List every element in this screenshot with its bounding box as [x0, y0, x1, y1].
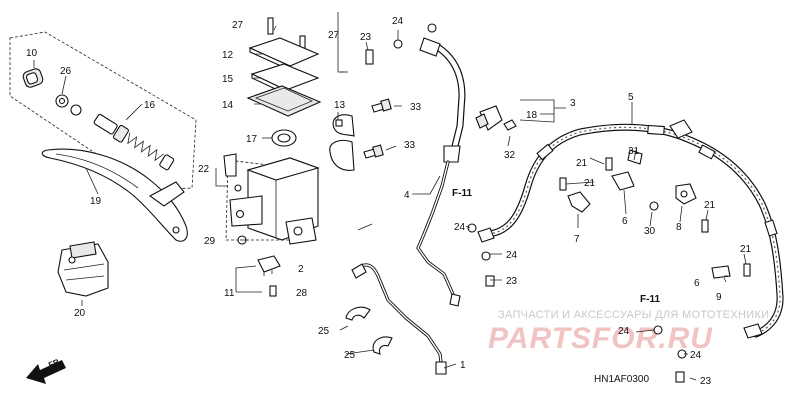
callout-7: 7 — [574, 234, 580, 245]
callout-21c: 21 — [704, 200, 716, 211]
brake-pipe — [416, 160, 461, 307]
leader-lines — [33, 25, 747, 381]
callout-6b: 6 — [694, 278, 700, 289]
diagram-code: HN1AF0300 — [594, 374, 649, 385]
handlebar-switch — [57, 241, 109, 297]
hose-joint — [475, 105, 517, 131]
callout-32: 32 — [504, 150, 516, 161]
hose-clamps — [567, 149, 731, 279]
callout-25a: 25 — [318, 326, 330, 337]
callout-31: 31 — [628, 146, 640, 157]
callout-4: 4 — [404, 190, 410, 201]
callout-9: 9 — [716, 292, 722, 303]
callout-24e: 24 — [690, 350, 702, 361]
upper-brake-hose — [365, 23, 466, 163]
callout-23c: 23 — [700, 376, 712, 387]
callout-1: 1 — [460, 360, 466, 371]
cap-group-bracket — [337, 12, 348, 73]
brake-lever — [41, 148, 188, 242]
watermark: ЗАПЧАСТИ И АКСЕССУАРЫ ДЛЯ МОТОТЕХНИКИ PA… — [488, 309, 769, 355]
lever-group-outline — [9, 31, 197, 191]
reference-labels: F-11 F-11 — [452, 188, 660, 305]
callout-33a: 33 — [410, 102, 422, 113]
callout-23a: 23 — [360, 32, 372, 43]
callout-24d: 24 — [618, 326, 630, 337]
callout-24c: 24 — [506, 250, 518, 261]
hose-clips — [345, 306, 393, 355]
callout-26: 26 — [60, 66, 72, 77]
callout-21a: 21 — [576, 158, 588, 169]
reservoir-cap-stack — [246, 17, 322, 117]
callout-24a: 24 — [392, 16, 404, 27]
callout-labels: 27 27 12 15 14 13 17 33 33 22 2 29 11 28… — [26, 16, 752, 387]
callout-12: 12 — [222, 50, 234, 61]
callout-13: 13 — [334, 100, 346, 111]
callout-17: 17 — [246, 134, 258, 145]
front-arrow-icon — [26, 360, 66, 384]
ref-f11-upper: F-11 — [452, 188, 472, 199]
master-cylinder-holder — [329, 114, 355, 171]
callout-19: 19 — [90, 196, 102, 207]
watermark-logo: PARTSFOR.RU — [488, 322, 713, 355]
callout-5: 5 — [628, 92, 634, 103]
watermark-caption: ЗАПЧАСТИ И АКСЕССУАРЫ ДЛЯ МОТОТЕХНИКИ — [498, 309, 769, 321]
callout-23b: 23 — [506, 276, 518, 287]
front-direction-indicator: FR. — [26, 356, 66, 384]
ref-f11-lower: F-11 — [640, 294, 660, 305]
holder-bolts — [363, 98, 392, 159]
callout-29: 29 — [204, 236, 216, 247]
callout-27a: 27 — [232, 20, 244, 31]
lower-fasteners — [467, 223, 687, 383]
callout-15: 15 — [222, 74, 234, 85]
callout-24b: 24 — [454, 222, 466, 233]
callout-22: 22 — [198, 164, 210, 175]
callout-25b: 25 — [344, 350, 356, 361]
brake-switch — [237, 235, 281, 297]
master-cylinder — [223, 153, 320, 245]
callout-28: 28 — [296, 288, 308, 299]
callout-3: 3 — [570, 98, 576, 109]
callout-27b: 27 — [328, 30, 340, 41]
clamp-bolts — [559, 157, 751, 277]
diaphragm — [271, 129, 297, 147]
callout-10: 10 — [26, 48, 38, 59]
callout-30: 30 — [644, 226, 656, 237]
callout-16: 16 — [144, 100, 156, 111]
callout-2: 2 — [298, 264, 304, 275]
long-brake-hose — [477, 119, 784, 339]
lower-brake-hose — [351, 263, 447, 375]
callout-33b: 33 — [404, 140, 416, 151]
callout-21d: 21 — [740, 244, 752, 255]
callout-20: 20 — [74, 308, 86, 319]
callout-21b: 21 — [584, 178, 596, 189]
lever-parts — [22, 68, 175, 171]
callout-18: 18 — [526, 110, 538, 121]
callout-11: 11 — [224, 288, 235, 299]
callout-14: 14 — [222, 100, 234, 111]
callout-8: 8 — [676, 222, 682, 233]
callout-6a: 6 — [622, 216, 628, 227]
